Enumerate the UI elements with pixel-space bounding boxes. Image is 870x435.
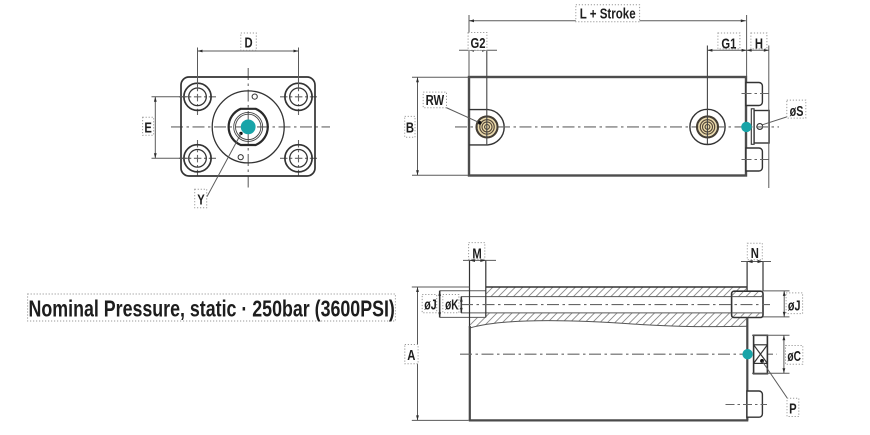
- svg-text:Y: Y: [197, 191, 205, 208]
- svg-text:N: N: [751, 245, 759, 262]
- svg-text:øJ: øJ: [788, 297, 801, 314]
- svg-text:Nominal Pressure, static · 250: Nominal Pressure, static · 250bar (3600P…: [29, 297, 395, 323]
- svg-text:øS: øS: [790, 102, 804, 119]
- svg-text:L + Stroke: L + Stroke: [580, 5, 636, 22]
- svg-text:M: M: [472, 245, 481, 262]
- svg-text:P: P: [789, 400, 797, 417]
- svg-text:B: B: [406, 119, 414, 136]
- svg-text:RW: RW: [426, 92, 445, 109]
- svg-text:G2: G2: [470, 35, 485, 52]
- svg-text:A: A: [407, 346, 415, 363]
- svg-text:D: D: [245, 34, 253, 51]
- svg-text:E: E: [144, 119, 152, 136]
- svg-text:øJ: øJ: [424, 296, 436, 313]
- svg-text:øK: øK: [445, 295, 459, 313]
- svg-text:H: H: [755, 35, 763, 52]
- svg-text:øC: øC: [787, 347, 801, 365]
- svg-text:G1: G1: [721, 35, 736, 52]
